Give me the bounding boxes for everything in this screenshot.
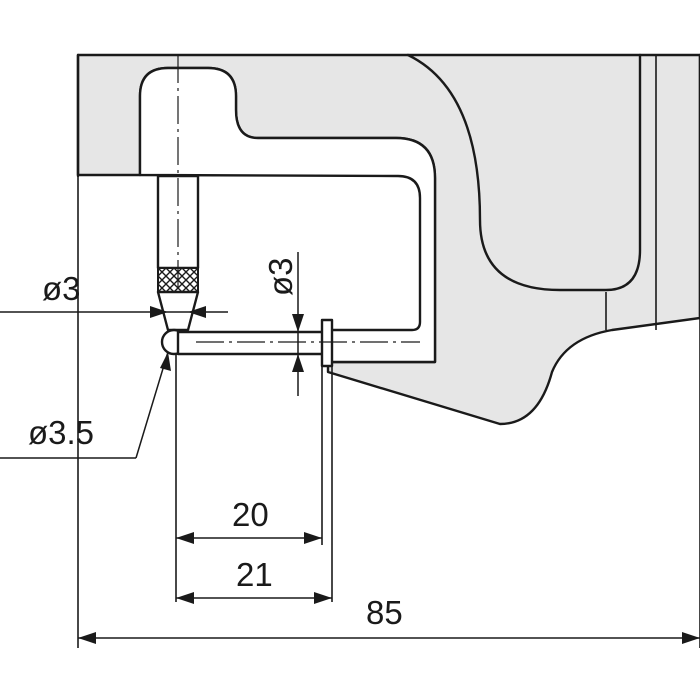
dim-overall (78, 632, 700, 644)
frame-cavity (138, 66, 437, 364)
dim-label-overall: 85 (366, 594, 403, 631)
dim-depth-inner (176, 532, 322, 544)
dim-label-ball: ø3.5 (28, 414, 94, 451)
dim-label-depth-outer: 21 (236, 556, 273, 593)
frame-inner-curve (406, 53, 642, 292)
spindle-shaft (176, 330, 326, 356)
dim-spindle (292, 252, 304, 396)
dim-label-anvil-tip: ø3 (42, 270, 81, 307)
dim-label-depth-inner: 20 (232, 496, 269, 533)
dim-ball-leader (0, 351, 171, 459)
left-margin (0, 176, 78, 700)
dim-anvil-tip (0, 306, 228, 318)
spindle-collar (320, 318, 334, 368)
dim-depth-outer (176, 592, 332, 604)
anvil-taper (156, 290, 200, 332)
dim-label-spindle: ø3 (262, 257, 299, 296)
